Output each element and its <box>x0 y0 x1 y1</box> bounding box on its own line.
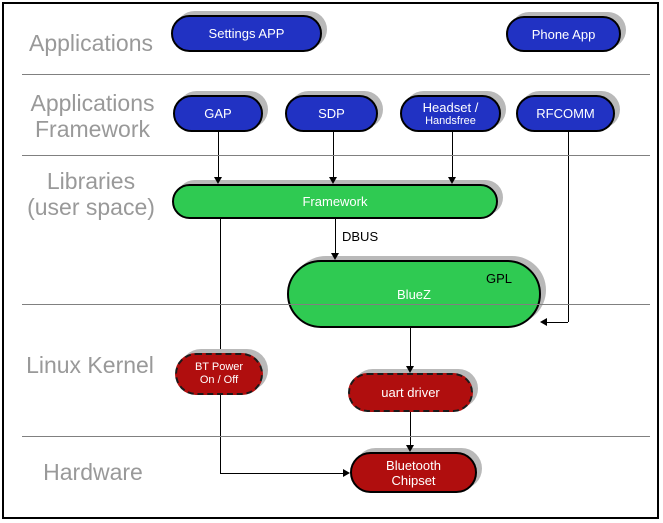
node-gap-label: GAP <box>204 106 232 121</box>
node-settings-app-label: Settings APP <box>208 26 285 41</box>
dbus-edge-label: DBUS <box>342 229 379 244</box>
node-bluetooth-chipset: Bluetooth Chipset <box>350 452 477 493</box>
node-rfcomm-label: RFCOMM <box>536 106 595 121</box>
arrowhead-power-chipset <box>343 469 350 477</box>
arrowhead-gap-framework <box>214 177 222 184</box>
divider-framework <box>22 155 650 156</box>
node-uart-driver: uart driver <box>348 373 473 412</box>
divider-libraries-kernel <box>22 304 650 305</box>
node-bluetooth-chipset-label-line2: Chipset <box>391 472 436 488</box>
node-headset-label-line1: Headset / <box>422 99 479 115</box>
arrowhead-bluez-uart <box>406 366 414 373</box>
layer-label-applications: Applications <box>28 30 154 56</box>
node-headset-label-line2: Handsfree <box>425 114 476 127</box>
gpl-license-badge: GPL <box>485 271 512 286</box>
node-sdp-label: SDP <box>318 106 345 121</box>
node-settings-app: Settings APP <box>171 15 322 52</box>
edge-rfcomm-vertical <box>568 132 569 322</box>
node-uart-driver-label: uart driver <box>381 385 440 400</box>
layer-label-applications-framework-line2: Framework <box>34 116 150 142</box>
divider-applications <box>22 74 650 75</box>
edge-framework-to-chipset-vertical <box>220 219 221 473</box>
divider-kernel-hardware <box>22 436 650 437</box>
arrowhead-uart-chipset <box>406 445 414 452</box>
node-bt-power-label-line1: BT Power <box>194 361 244 373</box>
node-framework: Framework <box>172 184 498 219</box>
node-bt-power-label-line2: On / Off <box>199 374 239 386</box>
arrowhead-dbus-bluez <box>331 253 339 260</box>
edge-rfcomm-horizontal <box>547 322 568 323</box>
edge-uart-to-chipset <box>410 412 411 445</box>
node-bluez: BlueZ GPL <box>287 260 541 328</box>
arrowhead-rfcomm-bluez <box>540 318 547 326</box>
node-headset-handsfree: Headset / Handsfree <box>400 95 501 132</box>
node-phone-app-label: Phone App <box>531 26 596 42</box>
node-sdp: SDP <box>285 95 378 132</box>
node-bluetooth-chipset-label-line1: Bluetooth <box>386 457 441 473</box>
arrowhead-sdp-framework <box>329 177 337 184</box>
edge-framework-to-bluez-dbus <box>335 219 336 253</box>
layer-label-applications-framework-line1: Applications <box>30 90 155 116</box>
layer-label-applications-framework: Applications Framework <box>10 90 175 142</box>
arrowhead-headset-framework <box>448 177 456 184</box>
node-bluez-label: BlueZ <box>397 286 431 302</box>
layer-label-hardware: Hardware <box>43 459 143 485</box>
edge-framework-to-chipset-horizontal <box>220 473 343 474</box>
node-framework-label: Framework <box>302 194 368 209</box>
layer-label-libraries: Libraries (user space) <box>8 168 174 220</box>
layer-label-libraries-line2: (user space) <box>27 194 155 220</box>
node-gap: GAP <box>173 95 263 132</box>
layer-label-linux-kernel: Linux Kernel <box>26 352 154 378</box>
edge-bluez-to-uart <box>410 328 411 366</box>
node-bt-power: BT Power On / Off <box>175 353 263 395</box>
node-rfcomm: RFCOMM <box>516 95 615 132</box>
outer-border <box>2 2 659 519</box>
layer-label-libraries-line1: Libraries <box>46 168 136 194</box>
node-phone-app: Phone App <box>506 16 621 52</box>
